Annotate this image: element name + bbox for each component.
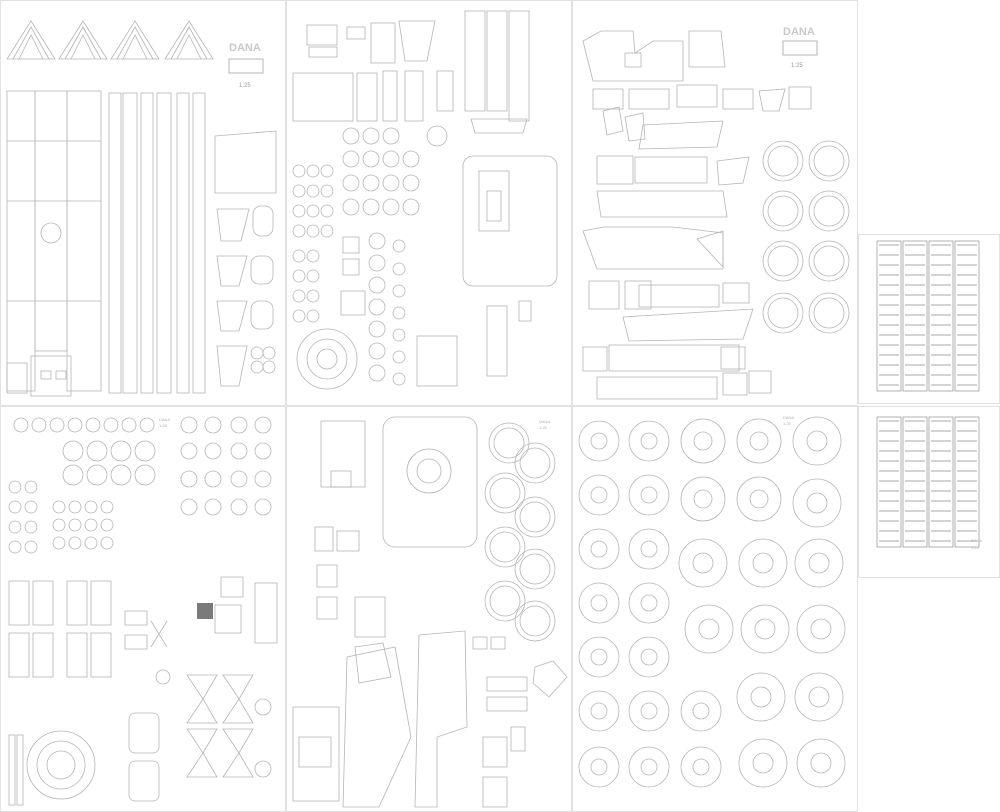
sheet-6-drawing: DANA 1:25	[578, 415, 846, 788]
sheet-4-drawing: DANA 1:25	[8, 416, 278, 806]
track-strip-4	[954, 240, 980, 392]
sheet-6-scale: 1:25	[783, 421, 792, 426]
sheet-3-title: DANA	[783, 26, 815, 38]
sheet-3-logo	[782, 40, 818, 56]
sheet-1-logo	[228, 58, 264, 74]
sheet-5-turret-parts: DANA 1:25	[286, 406, 572, 812]
sheet-2-wheel-grid	[292, 125, 448, 386]
sheet-7-upper-drawing	[876, 240, 980, 392]
track-strip-7	[928, 416, 954, 548]
track-strip-3	[928, 240, 954, 392]
sheet-4-small-parts: DANA 1:25	[0, 406, 286, 812]
sheet-1-title: DANA	[229, 42, 261, 54]
sheet-2-wheels	[286, 0, 572, 406]
sheet-7-tracks-lower: DANA 1:25	[858, 406, 1000, 578]
sheet-5-drawing: DANA 1:25	[292, 416, 568, 808]
track-strip-8	[954, 416, 980, 548]
sheet-5-ring-stack	[484, 422, 556, 642]
sprocket-part-2	[58, 20, 108, 60]
sheet-4-wheel-grid	[8, 416, 272, 554]
sprocket-part-3	[110, 20, 160, 60]
sprocket-part-1	[6, 20, 56, 60]
sheet-4-dark-swatch	[197, 603, 213, 619]
track-strip-6	[902, 416, 928, 548]
sheet-5-scale: 1:25	[539, 425, 548, 430]
track-strip-5	[876, 416, 902, 548]
sheet-7-scale: 1:25	[971, 545, 980, 550]
sheet-7-lower-drawing: DANA 1:25	[876, 416, 982, 550]
sheet-6-disc-grid	[578, 416, 846, 788]
sheet-7-tracks-upper	[858, 234, 1000, 404]
sheet-3-hull-plates: DANA 1:25	[572, 0, 858, 406]
sheet-3-scale: 1:25	[791, 63, 803, 69]
sheet-3-ring-grid	[762, 140, 850, 334]
sheet-7-title: DANA	[971, 538, 982, 543]
track-strip-2	[902, 240, 928, 392]
sheet-6-wheel-discs: DANA 1:25	[572, 406, 858, 812]
sheet-6-title: DANA	[783, 415, 794, 420]
sheet-3-drawing: DANA 1:25	[582, 26, 850, 400]
track-strip-1	[876, 240, 902, 392]
sheet-4-scale: 1:25	[159, 423, 168, 428]
sprocket-part-4	[164, 20, 214, 60]
sheet-5-title: DANA	[539, 419, 550, 424]
sheet-1-scale: 1:25	[239, 83, 251, 89]
sheet-1-frame-parts: DANA 1:25	[0, 0, 286, 406]
sheet-4-title: DANA	[159, 417, 170, 422]
sheet-1-drawing: DANA 1:25	[6, 20, 277, 397]
sheet-2-drawing	[292, 10, 558, 390]
